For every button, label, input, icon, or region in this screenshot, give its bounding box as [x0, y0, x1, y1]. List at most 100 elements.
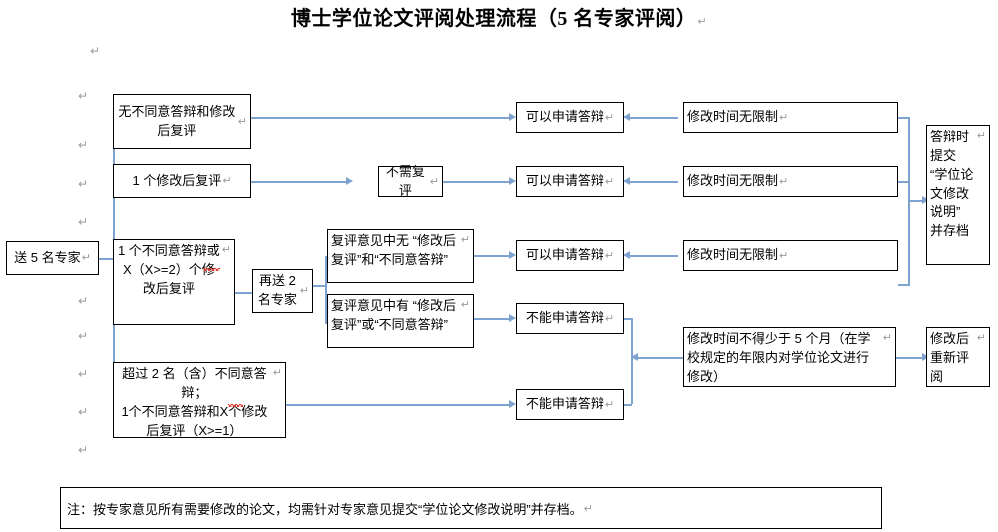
node-can-apply-defense-3[interactable]: 可以申请答辩↵	[516, 240, 624, 271]
pilcrow-inline: ↵	[299, 284, 309, 298]
node-no-review-needed-label: 不需复评	[385, 163, 425, 198]
connector-no-limit-3-to-merge	[898, 284, 910, 286]
arrowhead-cannot-apply-2	[509, 400, 516, 408]
page-title-text: 博士学位论文评阅处理流程（5 名专家评阅）	[290, 8, 697, 30]
node-re-review-after-revision[interactable]: 修改后重新评阅 ↵	[926, 327, 990, 387]
connector-no-limit-2-to-merge	[898, 181, 910, 183]
node-no-review-needed[interactable]: 不需复评 ↵	[378, 164, 443, 198]
pilcrow-inline: ↵	[604, 397, 615, 411]
connector-cannot-apply-2-to-bracket	[620, 404, 632, 406]
pilcrow-inline: ↵	[604, 311, 615, 325]
node-re-review-after-revision-label: 修改后重新评阅	[930, 331, 970, 384]
node-cannot-apply-defense-1[interactable]: 不能申请答辩↵	[516, 303, 624, 334]
node-resend-two-experts[interactable]: 再送 2 名专家↵	[252, 269, 313, 313]
pilcrow-inline: ↵	[779, 110, 789, 124]
node-no-time-limit-1-label: 修改时间无限制	[687, 109, 779, 125]
pilcrow-inline: ↵	[429, 174, 439, 188]
node-no-time-limit-1[interactable]: 修改时间无限制↵	[683, 102, 898, 133]
pilcrow-inline: ↵	[779, 174, 789, 188]
node-can-apply-defense-1-label: 可以申请答辩	[525, 109, 604, 125]
connector-no-limit-3-to-can-apply-3	[630, 255, 678, 257]
pilcrow-inline: ↵	[779, 248, 789, 262]
node-can-apply-defense-1[interactable]: 可以申请答辩↵	[516, 102, 624, 133]
node-cannot-apply-defense-2-label: 不能申请答辩	[525, 396, 604, 412]
pilcrow-inline: ↵	[460, 233, 470, 246]
pilcrow-mark: ↵	[78, 138, 89, 152]
pilcrow-inline: ↵	[604, 174, 615, 188]
pilcrow-mark: ↵	[78, 177, 89, 191]
arrowhead-can-apply-2	[509, 177, 516, 185]
pilcrow-inline: ↵	[604, 248, 615, 262]
connector-review-no-bad-to-can-apply-3	[474, 255, 509, 257]
arrowhead-can-apply-2-left	[623, 177, 630, 185]
pilcrow-inline: ↵	[976, 129, 986, 142]
connector-cannot-apply-1-to-bracket	[620, 318, 632, 320]
connector-no-review-to-can-apply-2	[443, 181, 509, 183]
pilcrow-inline: ↵	[81, 251, 91, 265]
pilcrow-inline: ↵	[237, 114, 247, 128]
spellcheck-squiggle	[203, 268, 220, 271]
node-review-opinion-has[interactable]: 复评意见中有 “修改后复评”或“不同意答辩” ↵	[327, 294, 474, 348]
node-min-five-months[interactable]: 修改时间不得少于 5 个月（在学校规定的年限内对学位论文进行修改）↵	[683, 327, 896, 387]
pilcrow-inline: ↵	[604, 110, 615, 124]
arrowhead-can-apply-3-left	[623, 251, 630, 259]
pilcrow-inline: ↵	[272, 366, 282, 379]
connector-min-months-to-re-review	[896, 357, 922, 359]
node-cannot-apply-defense-1-label: 不能申请答辩	[525, 310, 604, 326]
node-cannot-apply-defense-2[interactable]: 不能申请答辩↵	[516, 389, 624, 420]
footer-note-text: 注：按专家意见所有需要修改的论文，均需针对专家意见提交“学位论文修改说明”并存档…	[67, 501, 583, 517]
pilcrow-mark: ↵	[78, 405, 89, 419]
arrowhead-can-apply-3	[509, 251, 516, 259]
connector-branch4-to-cannot-apply-2	[286, 404, 509, 406]
connector-no-limit-1-to-can-apply-1	[630, 117, 678, 119]
node-send-five-experts-label: 送 5 名专家	[14, 249, 81, 265]
node-branch-no-disagreement-label: 无不同意答辩和修改后复评	[118, 103, 236, 138]
pilcrow-inline: ↵	[460, 298, 470, 311]
pilcrow-inline: ↵	[222, 174, 232, 188]
node-no-time-limit-3-label: 修改时间无限制	[687, 247, 779, 263]
footer-note: 注：按专家意见所有需要修改的论文，均需针对专家意见提交“学位论文修改说明”并存档…	[60, 487, 882, 529]
connector-start-to-trunk	[99, 258, 115, 260]
connector-cannot-apply-bracket-vertical	[631, 318, 633, 404]
node-submit-revision-statement-label: 答辩时提交 “学位论文修改说明” 并存档	[930, 129, 974, 239]
connector-no-limit-2-to-can-apply-2	[630, 181, 678, 183]
arrowhead-can-apply-1	[509, 113, 516, 121]
connector-review-has-bad-to-cannot-apply-1	[474, 318, 509, 320]
node-no-time-limit-2[interactable]: 修改时间无限制↵	[683, 166, 898, 197]
connector-resend-to-split	[313, 285, 327, 287]
pilcrow-mark: ↵	[78, 329, 89, 343]
pilcrow-inline: ↵	[583, 501, 593, 515]
pilcrow-inline: ↵	[976, 331, 986, 344]
node-branch-one-disagree-or-x[interactable]: 1 个不同意答辩或 X（X>=2）个修改后复评↵	[113, 239, 235, 325]
node-send-five-experts[interactable]: 送 5 名专家↵	[6, 241, 99, 275]
node-branch-no-disagreement[interactable]: 无不同意答辩和修改后复评↵	[113, 94, 251, 149]
node-review-opinion-has-label: 复评意见中有 “修改后复评”或“不同意答辩”	[331, 298, 456, 332]
node-no-time-limit-3[interactable]: 修改时间无限制↵	[683, 240, 898, 271]
connector-branch1-to-can-apply-1	[251, 117, 509, 119]
node-review-opinion-none[interactable]: 复评意见中无 “修改后复评”和“不同意答辩” ↵	[327, 229, 474, 283]
connector-merge-to-submit-statement	[908, 200, 922, 202]
pilcrow-mark: ↵	[78, 215, 89, 229]
page-title: 博士学位论文评阅处理流程（5 名专家评阅）↵	[0, 2, 998, 31]
node-branch-one-revision[interactable]: 1 个修改后复评↵	[113, 164, 251, 198]
pilcrow-mark: ↵	[78, 89, 89, 103]
arrowhead-can-apply-1-left	[623, 113, 630, 121]
arrowhead-submit-statement	[922, 196, 929, 204]
node-branch-over-two-disagree[interactable]: 超过 2 名（含）不同意答辩； 1个不同意答辩和X个修改后复评（X>=1）↵	[113, 362, 286, 438]
arrowhead-no-review	[346, 177, 353, 185]
arrowhead-re-review	[922, 353, 929, 361]
node-can-apply-defense-3-label: 可以申请答辩	[525, 247, 604, 263]
connector-split-vertical	[325, 256, 327, 324]
pilcrow-title: ↵	[697, 15, 708, 28]
node-submit-revision-statement[interactable]: 答辩时提交 “学位论文修改说明” 并存档↵	[926, 125, 990, 265]
node-can-apply-defense-2-label: 可以申请答辩	[525, 173, 604, 189]
node-review-opinion-none-label: 复评意见中无 “修改后复评”和“不同意答辩”	[331, 233, 456, 267]
node-no-time-limit-2-label: 修改时间无限制	[687, 173, 779, 189]
node-can-apply-defense-2[interactable]: 可以申请答辩↵	[516, 166, 624, 197]
pilcrow-inline: ↵	[882, 331, 892, 344]
arrowhead-cannot-apply-bracket-left	[631, 353, 638, 361]
node-branch-one-revision-label: 1 个修改后复评	[132, 172, 222, 188]
arrowhead-cannot-apply-1	[509, 314, 516, 322]
connector-branch2-to-no-review	[251, 181, 346, 183]
